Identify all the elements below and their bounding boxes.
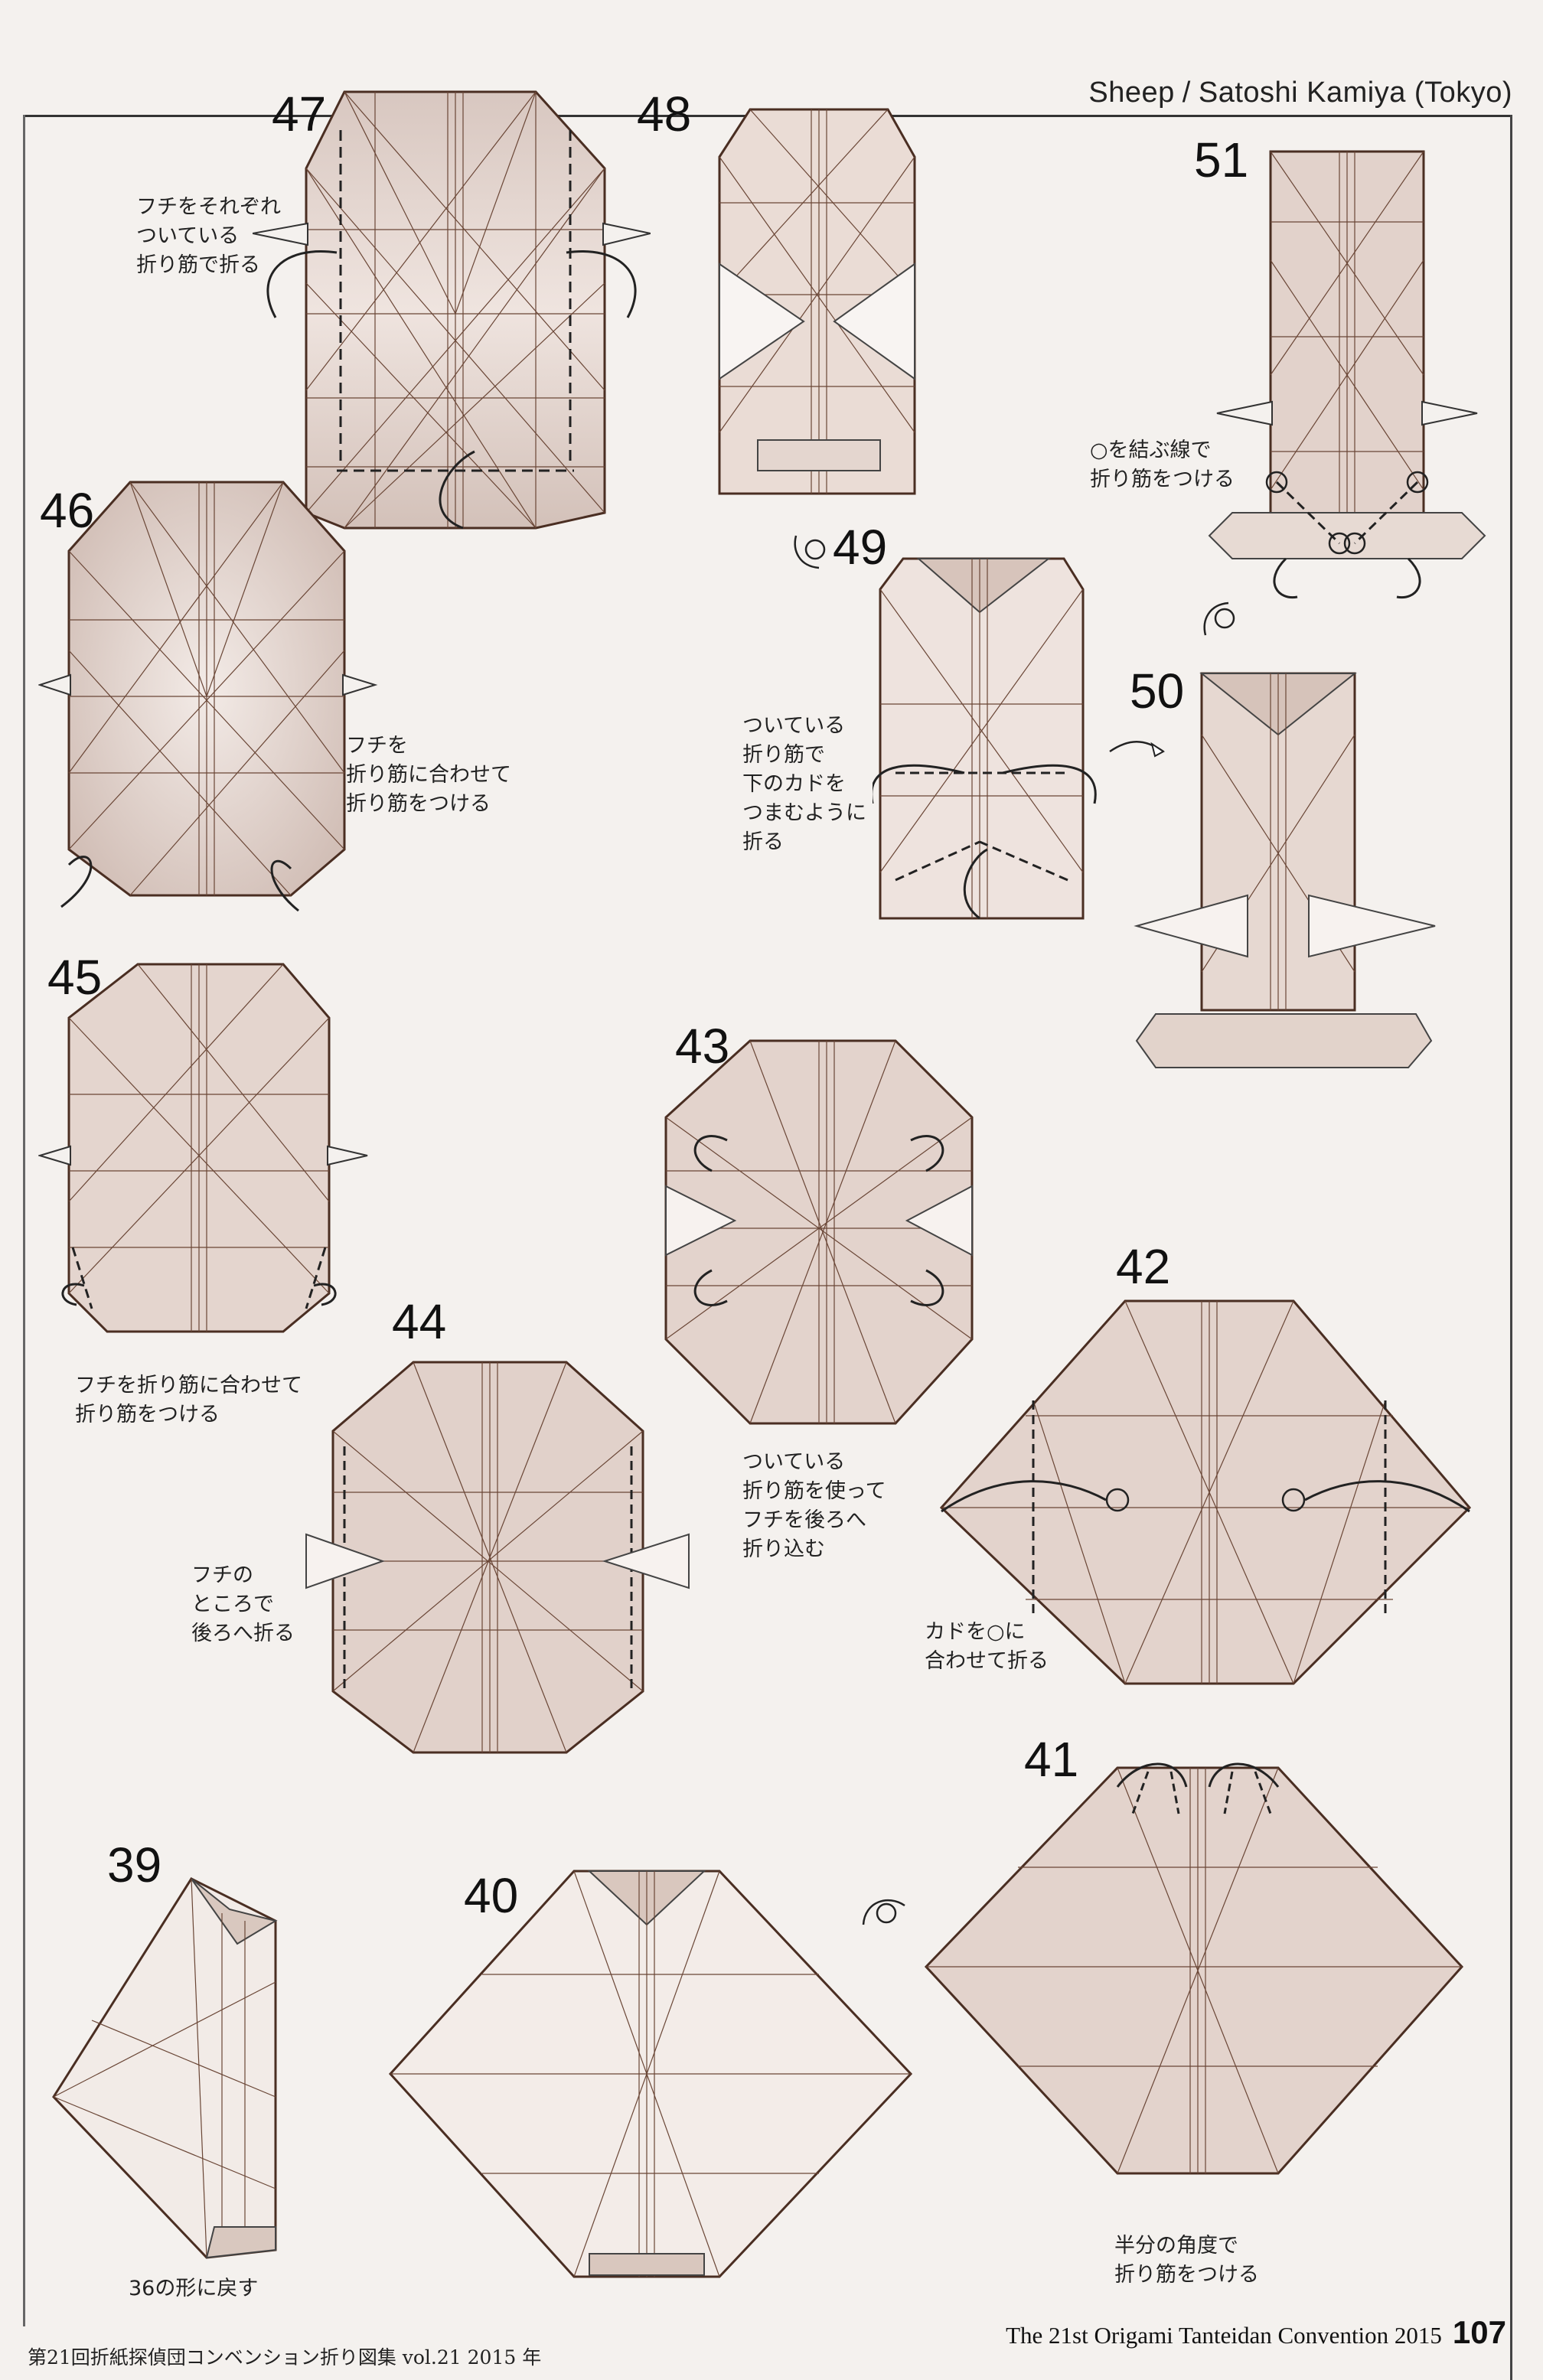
step-number-44: 44 xyxy=(392,1293,446,1350)
diagram-step-41 xyxy=(918,1760,1470,2189)
diagram-step-46 xyxy=(38,467,383,918)
note-step-41: 半分の角度で 折り筋をつける xyxy=(1114,2232,1259,2290)
diagram-step-45 xyxy=(38,957,383,1339)
turn-over-icon xyxy=(1198,597,1244,643)
paper-shape xyxy=(333,1362,643,1752)
diagram-step-42 xyxy=(934,1293,1477,1691)
note-step-49: ついている 折り筋で 下のカドを つまむように 折る xyxy=(742,712,866,857)
author-name: Satoshi Kamiya (Tokyo) xyxy=(1199,77,1512,109)
diagram-step-50 xyxy=(1133,666,1439,1079)
note-step-45: フチを折り筋に合わせて 折り筋をつける xyxy=(75,1371,302,1430)
paper-shape xyxy=(926,1768,1462,2173)
convention-title: The 21st Origami Tanteidan Convention 20… xyxy=(1006,2322,1442,2349)
diagram-step-44 xyxy=(298,1355,696,1760)
step-number-42: 42 xyxy=(1116,1238,1170,1295)
diagram-step-49 xyxy=(873,551,1102,934)
note-step-43: ついている 折り筋を使って フチを後ろへ 折り込む xyxy=(742,1448,886,1564)
note-step-44: フチの ところで 後ろへ折る xyxy=(191,1561,295,1648)
page-header: Sheep /Satoshi Kamiya (Tokyo) xyxy=(1088,77,1512,109)
turn-over-icon xyxy=(788,528,834,574)
footer-convention: The 21st Origami Tanteidan Convention 20… xyxy=(1006,2314,1506,2351)
diagram-step-39 xyxy=(46,1867,298,2265)
paper-shape xyxy=(880,559,1083,918)
diagram-step-40 xyxy=(383,1860,918,2288)
next-step-arrow-icon xyxy=(1106,735,1167,765)
right-rule xyxy=(1510,115,1512,2380)
header-separator: / xyxy=(1183,77,1191,109)
note-step-39: 36の形に戻す xyxy=(129,2274,258,2303)
paper-shape xyxy=(941,1301,1470,1684)
left-rule xyxy=(23,115,25,2326)
footer-book-title: 第21回折紙探偵団コンベンション折り図集 vol.21 2015 年 xyxy=(28,2345,541,2371)
page-number: 107 xyxy=(1453,2314,1506,2350)
turn-over-icon xyxy=(857,1890,911,1936)
diagram-step-51 xyxy=(1202,145,1492,605)
diagram-step-48 xyxy=(704,103,934,501)
model-name: Sheep xyxy=(1088,77,1174,109)
